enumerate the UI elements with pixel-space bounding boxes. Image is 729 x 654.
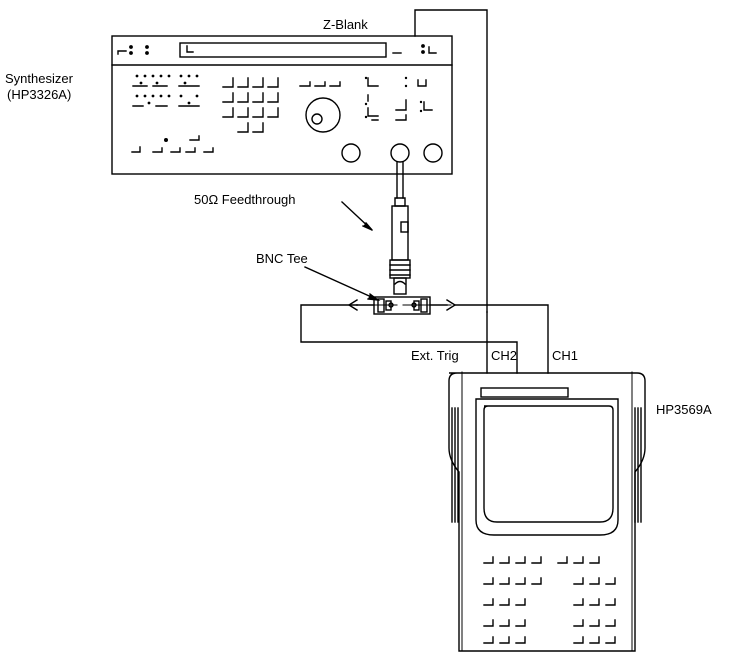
bnc-tee-label: BNC Tee [256, 251, 308, 266]
synthesizer-knob [305, 97, 341, 133]
synthesizer-dot-keys [135, 74, 199, 105]
synthesizer-unit [111, 35, 453, 175]
feedthrough-adapter [389, 161, 411, 279]
analyzer-label: HP3569A [656, 402, 712, 417]
analyzer-right-grip [634, 407, 642, 523]
bnc-tee [347, 277, 457, 315]
analyzer-keypad [483, 556, 616, 644]
ch2-label: CH2 [491, 348, 517, 363]
analyzer-unit [448, 371, 646, 652]
synthesizer-bnc-left [341, 143, 361, 163]
synthesizer-label-line1: Synthesizer [5, 71, 74, 86]
analyzer-body [448, 372, 646, 652]
synthesizer-body [111, 35, 453, 175]
z-blank-cable [414, 9, 488, 313]
synthesizer-display [179, 42, 387, 58]
synthesizer-right-keys [364, 76, 433, 121]
ch1-label: CH1 [552, 348, 578, 363]
bnc-tee-leader [304, 266, 379, 301]
analyzer-screen [483, 405, 614, 523]
analyzer-screen-bezel [475, 398, 619, 536]
synthesizer-output-bnc [390, 143, 410, 163]
analyzer-display-bar [480, 387, 569, 398]
z-blank-label: Z-Blank [323, 17, 368, 32]
ch2-cable [300, 304, 518, 374]
ch1-cable [454, 304, 549, 374]
ext-trig-label: Ext. Trig [411, 348, 459, 363]
synthesizer-key-grid [222, 77, 279, 133]
synthesizer-bnc-right [423, 143, 443, 163]
analyzer-left-grip [451, 407, 459, 523]
synthesizer-label-line2: (HP3326A) [7, 87, 71, 102]
feedthrough-label: 50Ω Feedthrough [194, 192, 296, 207]
